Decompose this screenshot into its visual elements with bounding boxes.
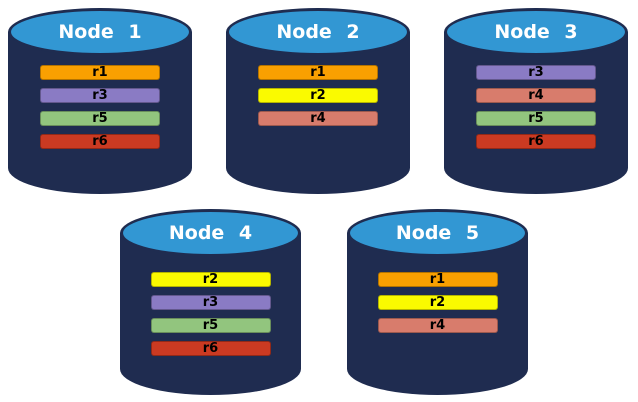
replica-bar: r1: [377, 272, 498, 287]
replica-bar: r6: [40, 134, 160, 149]
database-cylinder-top: Node 4: [120, 209, 301, 257]
replica-bar: r6: [150, 341, 271, 356]
database-node: Node 2 r1 r2 r4: [226, 8, 410, 194]
replica-label: r4: [429, 318, 446, 333]
database-cylinder-body: [120, 233, 301, 395]
replica-label: r2: [202, 272, 219, 287]
replica-label: r4: [528, 88, 544, 103]
replica-bar: r3: [476, 65, 596, 80]
replica-bar: r4: [258, 111, 378, 126]
node-label: Node 3: [494, 21, 578, 43]
database-cylinder-top: Node 2: [226, 8, 410, 56]
replica-label: r6: [202, 341, 219, 356]
replica-label: r5: [92, 111, 108, 126]
replica-label: r2: [310, 88, 326, 103]
database-node: Node 3 r3 r4 r5 r6: [444, 8, 628, 194]
database-cylinder-top: Node 1: [8, 8, 192, 56]
replica-bar: r1: [258, 65, 378, 80]
replica-bar: r5: [150, 318, 271, 333]
database-node: Node 5 r1 r2 r4: [347, 209, 528, 395]
replica-label: r4: [310, 111, 326, 126]
replica-label: r6: [528, 134, 544, 149]
node-label: Node 1: [58, 21, 142, 43]
node-label: Node 4: [168, 222, 253, 244]
replica-bars: r3 r4 r5 r6: [476, 65, 596, 157]
replica-bar: r5: [476, 111, 596, 126]
replica-bar: r6: [476, 134, 596, 149]
database-cylinder-body: [347, 233, 528, 395]
replica-bar: r4: [377, 318, 498, 333]
replica-label: r3: [528, 65, 544, 80]
replica-label: r1: [310, 65, 326, 80]
replica-bar: r2: [377, 295, 498, 310]
database-cylinder-top: Node 5: [347, 209, 528, 257]
replica-label: r3: [92, 88, 108, 103]
replica-label: r1: [429, 272, 446, 287]
replica-bars: r1 r3 r5 r6: [40, 65, 160, 157]
node-label: Node 2: [276, 21, 360, 43]
replica-label: r1: [92, 65, 108, 80]
node-label: Node 5: [395, 222, 480, 244]
database-node: Node 1 r1 r3 r5 r6: [8, 8, 192, 194]
replica-label: r5: [528, 111, 544, 126]
replica-bars: r1 r2 r4: [258, 65, 378, 134]
replica-bar: r3: [40, 88, 160, 103]
replica-label: r6: [92, 134, 108, 149]
replica-bar: r4: [476, 88, 596, 103]
replica-label: r2: [429, 295, 446, 310]
replica-bar: r5: [40, 111, 160, 126]
replica-bar: r2: [258, 88, 378, 103]
replica-bar: r3: [150, 295, 271, 310]
replica-bar: r2: [150, 272, 271, 287]
replica-bars: r1 r2 r4: [377, 272, 498, 341]
database-cylinder-top: Node 3: [444, 8, 628, 56]
database-node: Node 4 r2 r3 r5 r6: [120, 209, 301, 395]
replica-label: r5: [202, 318, 219, 333]
replica-bars: r2 r3 r5 r6: [150, 272, 271, 364]
replica-label: r3: [202, 295, 219, 310]
replica-bar: r1: [40, 65, 160, 80]
